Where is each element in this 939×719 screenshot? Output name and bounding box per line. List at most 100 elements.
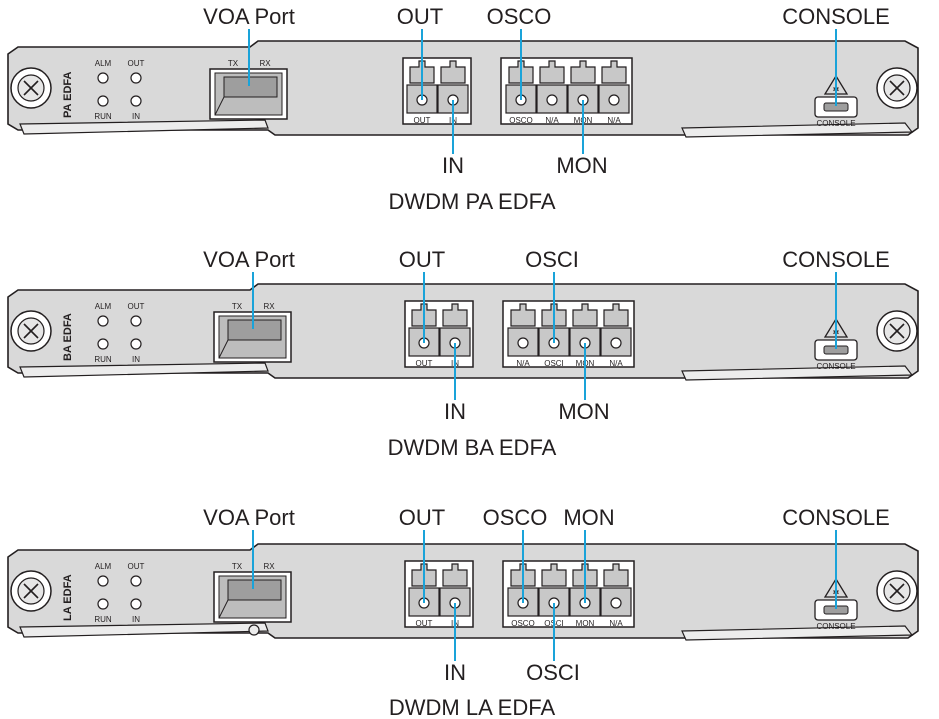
led-label-out: OUT xyxy=(128,59,145,68)
led-alm xyxy=(97,575,109,587)
led-label-run: RUN xyxy=(94,112,112,121)
port-latch xyxy=(442,563,468,587)
board-1: BA EDFAALMOUTRUNINTXRXOUTINN/AOSCIMONN/A… xyxy=(7,247,919,460)
right-screw xyxy=(876,570,918,612)
led-out xyxy=(130,315,142,327)
port-group-3: N/A xyxy=(600,563,632,628)
voa-port-shadow xyxy=(227,579,282,601)
voa-tx-label: TX xyxy=(232,562,243,571)
port-ferrule xyxy=(610,337,622,349)
board-0: PA EDFAALMOUTRUNINTXRXOUTINOSCON/AMONN/A… xyxy=(7,4,919,214)
callout-voa-port: VOA Port xyxy=(203,505,295,530)
screw-slot xyxy=(889,323,905,339)
port-label: OSCO xyxy=(509,116,533,125)
port-latch xyxy=(541,563,567,587)
port-ferrule xyxy=(608,94,620,106)
ejector-lever-right xyxy=(681,625,914,641)
led-label-run: RUN xyxy=(94,355,112,364)
screw-slot xyxy=(23,80,39,96)
led-out xyxy=(130,72,142,84)
callout-mon: MON xyxy=(563,505,614,530)
led-in xyxy=(130,598,142,610)
port-label: OUT xyxy=(416,619,433,628)
port-latch xyxy=(572,303,598,327)
callout-mon: MON xyxy=(556,153,607,178)
ejector-lever-left xyxy=(19,362,269,378)
led-alm xyxy=(97,72,109,84)
port-label: OSCI xyxy=(544,359,564,368)
board-caption: DWDM LA EDFA xyxy=(389,695,556,719)
lever-pin xyxy=(248,624,260,636)
callout-console: CONSOLE xyxy=(782,4,890,29)
callout-console: CONSOLE xyxy=(782,247,890,272)
led-in xyxy=(130,95,142,107)
port-ferrule xyxy=(546,94,558,106)
board-caption: DWDM PA EDFA xyxy=(388,189,555,214)
led-label-run: RUN xyxy=(94,615,112,624)
port-label: OUT xyxy=(414,116,431,125)
voa-port-edge xyxy=(218,599,229,619)
screw-slot xyxy=(889,80,905,96)
board-model: PA EDFA xyxy=(62,71,74,118)
port-latch xyxy=(603,563,629,587)
voa-tx-label: TX xyxy=(232,302,243,311)
led-label-alm: ALM xyxy=(95,562,112,571)
board-model: LA EDFA xyxy=(62,574,74,621)
callout-osci: OSCI xyxy=(526,660,580,685)
port-ferrule xyxy=(517,337,529,349)
led-in xyxy=(130,338,142,350)
port-label: N/A xyxy=(545,116,559,125)
callout-out: OUT xyxy=(399,505,445,530)
port-latch xyxy=(601,60,627,84)
voa-rx-label: RX xyxy=(263,562,275,571)
led-run xyxy=(97,338,109,350)
boards-layer: PA EDFA ALM OUT RUN IN TX RX OUT IN OSCO N/A MON N/A… xyxy=(7,4,919,719)
port-label: N/A xyxy=(609,619,623,628)
screw-slot xyxy=(23,583,39,599)
led-run xyxy=(97,598,109,610)
led-run xyxy=(97,95,109,107)
port-label: N/A xyxy=(516,359,530,368)
voa-port-edge xyxy=(214,96,225,116)
port-group-3: N/A xyxy=(600,303,632,368)
callout-voa-port: VOA Port xyxy=(203,247,295,272)
callout-osci: OSCI xyxy=(525,247,579,272)
screw-slot xyxy=(889,583,905,599)
board-model: BA EDFA xyxy=(62,313,74,361)
led-label-in: IN xyxy=(132,355,140,364)
ejector-lever-right xyxy=(681,122,914,138)
left-screw xyxy=(10,570,52,612)
port-label: MON xyxy=(576,619,595,628)
callout-mon: MON xyxy=(558,399,609,424)
callout-out: OUT xyxy=(397,4,443,29)
voa-rx-label: RX xyxy=(259,59,271,68)
left-screw xyxy=(10,310,52,352)
ejector-lever-right xyxy=(681,365,914,381)
voa-port-shadow xyxy=(227,319,282,341)
port-label: N/A xyxy=(607,116,621,125)
console-label: CONSOLE xyxy=(816,622,855,631)
led-label-alm: ALM xyxy=(95,59,112,68)
port-latch xyxy=(603,303,629,327)
right-screw xyxy=(876,67,918,109)
port-group-3: N/A xyxy=(598,60,630,125)
port-label: OSCO xyxy=(511,619,535,628)
led-label-out: OUT xyxy=(128,302,145,311)
ejector-lever-left xyxy=(19,622,269,638)
callout-in: IN xyxy=(444,399,466,424)
port-group-0: N/A xyxy=(507,303,539,368)
port-latch xyxy=(539,60,565,84)
port-latch xyxy=(570,60,596,84)
led-label-out: OUT xyxy=(128,562,145,571)
port-ferrule xyxy=(610,597,622,609)
callout-osco: OSCO xyxy=(483,505,548,530)
port-group-0: OSCO xyxy=(507,563,539,628)
board-2: LA EDFAALMOUTRUNINTXRXOUTINOSCOOSCIMONN/… xyxy=(7,505,919,719)
voa-port-shadow xyxy=(223,76,278,98)
board-caption: DWDM BA EDFA xyxy=(388,435,557,460)
led-label-in: IN xyxy=(132,615,140,624)
port-latch xyxy=(442,303,468,327)
port-label: N/A xyxy=(609,359,623,368)
